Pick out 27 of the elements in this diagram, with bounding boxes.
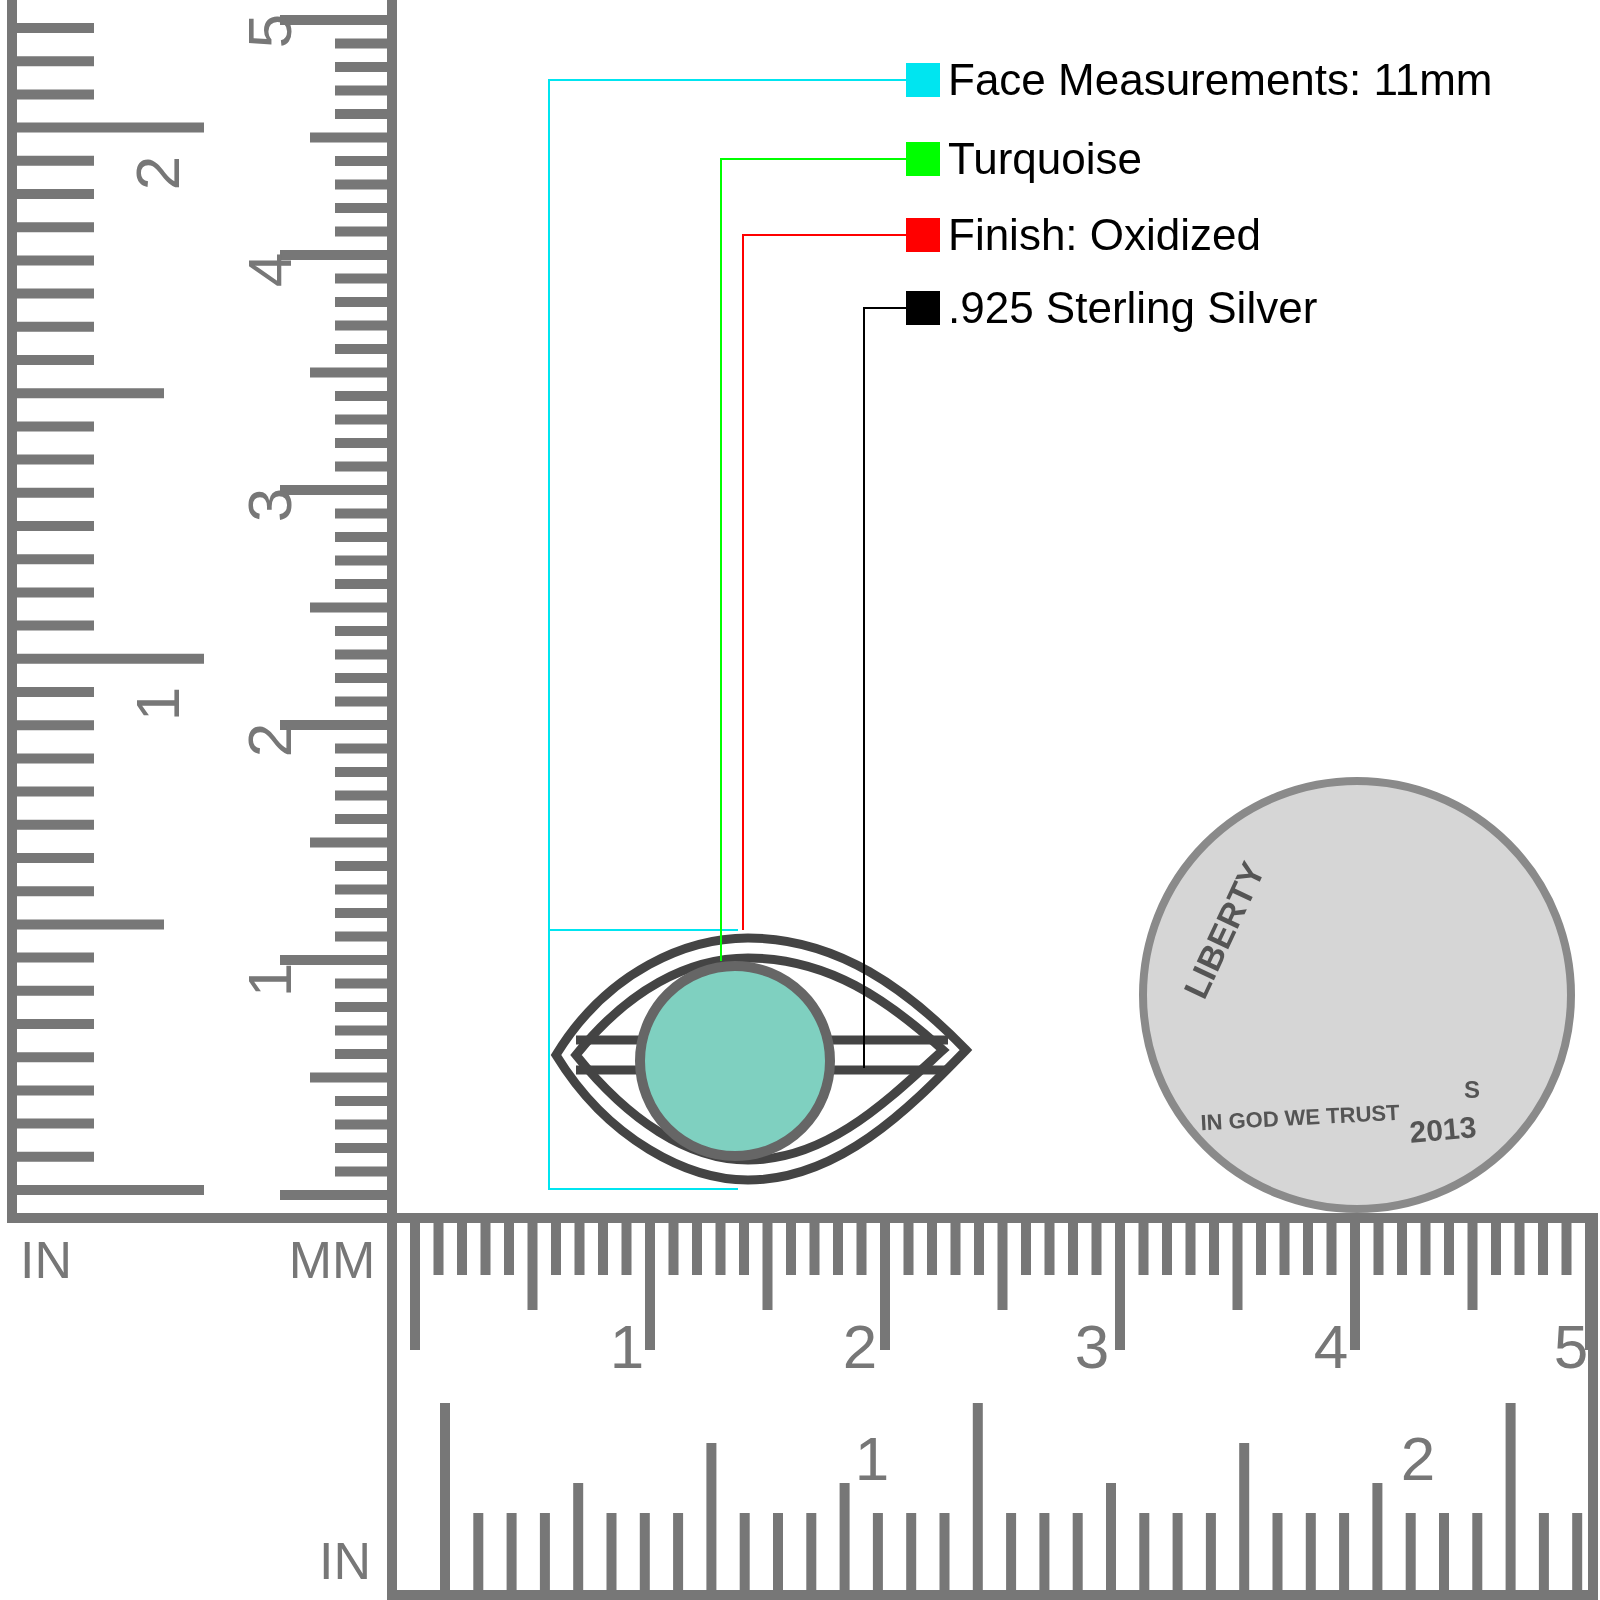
- unit-label: IN: [319, 1535, 371, 1587]
- coin-text: IN GOD WE TRUST: [1199, 1101, 1401, 1135]
- ruler-number: 2: [842, 1316, 878, 1378]
- gemstone: [635, 961, 835, 1161]
- ruler-number: 2: [239, 722, 301, 758]
- ruler-number: 1: [239, 962, 301, 998]
- coin-text: 2013: [1408, 1112, 1478, 1148]
- ruler-number: 1: [609, 1316, 645, 1378]
- ruler-number: 4: [239, 252, 301, 288]
- callout-text: Finish: Oxidized: [948, 213, 1261, 257]
- coin-text: S: [1464, 1078, 1480, 1102]
- leader-line: [742, 234, 907, 931]
- leader-line: [720, 158, 907, 962]
- unit-label: MM: [288, 1234, 376, 1286]
- ruler-number: 1: [127, 686, 189, 722]
- ruler-number: 3: [1074, 1316, 1110, 1378]
- callout-text: Face Measurements: 11mm: [948, 58, 1493, 102]
- callout-text: .925 Sterling Silver: [948, 286, 1318, 330]
- ruler-number: 4: [1313, 1316, 1349, 1378]
- leader-line: [863, 307, 907, 1069]
- leader-line: [548, 79, 907, 1190]
- callout-text: Turquoise: [948, 137, 1143, 181]
- ruler-number: 2: [127, 155, 189, 191]
- ruler-number: 5: [1553, 1316, 1589, 1378]
- unit-label: IN: [20, 1234, 72, 1286]
- ruler-number: 1: [854, 1428, 890, 1490]
- ruler-number: 2: [1400, 1428, 1436, 1490]
